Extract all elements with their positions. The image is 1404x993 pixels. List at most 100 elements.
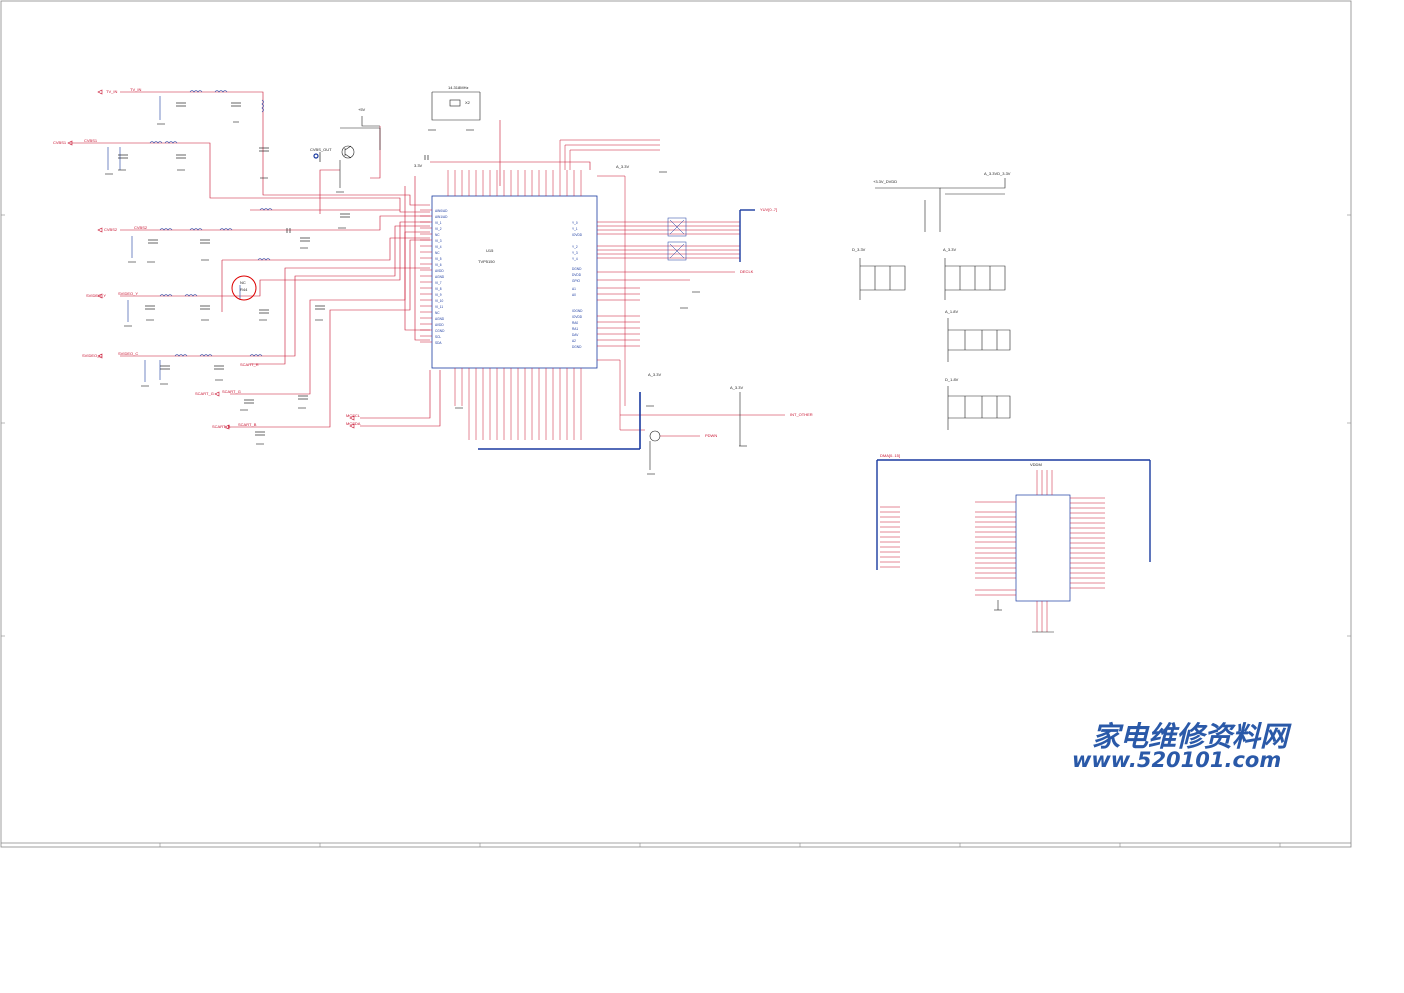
svg-text:SDA: SDA: [435, 341, 442, 345]
svideo-c-label: SVIDEO_C: [82, 353, 102, 358]
svg-text:IOVDD: IOVDD: [572, 233, 583, 237]
memory-bus-label: DMA[0..15]: [880, 453, 900, 458]
rail-5v: +5V: [358, 107, 366, 112]
rail-a33-top: A_3.3V: [616, 164, 629, 169]
memory-supply-label: VDDM: [1030, 462, 1042, 467]
scart-b-label: SCART_B: [212, 424, 231, 429]
capacitors: [118, 102, 429, 436]
crystal-ref: X2: [465, 100, 471, 105]
decoupling-caps: [859, 178, 1011, 430]
rail-a33-right: A_3.3V: [943, 247, 956, 252]
rail-a18: A_1.8V: [945, 309, 958, 314]
yuv-resistor-packs: [667, 217, 687, 261]
int-other-label: INT_OTHER: [790, 412, 813, 417]
cvbs2-net: CVBS2: [134, 225, 148, 230]
transistor-q21: [313, 116, 381, 188]
svg-text:DGND: DGND: [572, 345, 582, 349]
svg-text:DGND: DGND: [572, 267, 582, 271]
mcscl-label: MCSCL: [346, 413, 361, 418]
decoder-ref: U15: [486, 248, 494, 253]
svg-text:Y_1: Y_1: [572, 227, 578, 231]
svg-text:RA0: RA0: [572, 321, 578, 325]
svg-text:GPIO: GPIO: [572, 279, 580, 283]
svg-text:Y_0: Y_0: [572, 221, 578, 225]
watermark: 家电维修资料网 www.520101.com: [1072, 720, 1292, 772]
svg-text:DAV: DAV: [572, 333, 579, 337]
svg-text:DVDD: DVDD: [572, 273, 582, 277]
memory-block: [876, 459, 1151, 633]
scart-g-net: SCART_G: [222, 389, 241, 394]
scart-g-label: SCART_G: [195, 391, 214, 396]
rail-a33-pwdn: A_3.3V: [730, 385, 743, 390]
transistor-q57: [649, 392, 741, 470]
svg-text:RA1: RA1: [572, 327, 578, 331]
crystal-x2: [431, 91, 481, 121]
input-wiring: [70, 91, 591, 428]
cvbs1-label: CVBS1: [53, 140, 67, 145]
sysclk-label: DECLK: [740, 269, 754, 274]
svg-text:NC: NC: [435, 233, 440, 237]
decoder-chip: [420, 139, 785, 450]
pwdn-label: PDWN: [705, 433, 717, 438]
svg-text:IOGND: IOGND: [572, 309, 583, 313]
svg-text:VI_4: VI_4: [435, 245, 442, 249]
passive-components: [107, 90, 273, 382]
svg-text:AVDD: AVDD: [435, 323, 444, 327]
svg-text:VI_7: VI_7: [435, 281, 442, 285]
svg-text:CGND: CGND: [435, 329, 445, 333]
svg-text:VI_9: VI_9: [435, 293, 442, 297]
svg-text:VI_6: VI_6: [435, 263, 442, 267]
svideo-c-net: SVIDEO_C: [118, 351, 138, 356]
svg-text:AIN1/AD: AIN1/AD: [435, 215, 448, 219]
tv-in-net: TV_IN: [130, 87, 141, 92]
yuv-bus-label: YUV[0..7]: [760, 207, 777, 212]
rail-d18: D_1.8V: [945, 377, 959, 382]
crystal-value: 14.318MHz: [448, 85, 468, 90]
svg-text:A0: A0: [572, 293, 576, 297]
cvbs1-net: CVBS1: [84, 138, 98, 143]
cvbs2-label: CVBS2: [104, 227, 118, 232]
rail-dvdd: +3.3V_DVDD: [873, 179, 897, 184]
svg-text:AGND: AGND: [435, 275, 445, 279]
yuv-bus: [739, 209, 755, 262]
ground-symbols: [105, 121, 747, 475]
input-ports: [67, 89, 355, 430]
svg-text:VI_1: VI_1: [435, 221, 442, 225]
svg-text:VI_2: VI_2: [435, 227, 442, 231]
sheet-frame: [0, 0, 1352, 848]
svg-text:AGND: AGND: [435, 317, 445, 321]
svg-text:A2: A2: [572, 339, 576, 343]
r44-ref: R44: [240, 287, 248, 292]
svg-text:IOVDD: IOVDD: [572, 315, 583, 319]
frame-ticks: [1, 214, 1351, 847]
svg-text:VI_11: VI_11: [435, 305, 443, 309]
svg-text:Y_3: Y_3: [572, 251, 578, 255]
svg-text:SCL: SCL: [435, 335, 441, 339]
rail-d33: D_3.3V: [852, 247, 866, 252]
cvbs-out-label: CVBS_OUT: [310, 147, 332, 152]
svg-text:NC: NC: [435, 311, 440, 315]
svg-text:VI_3: VI_3: [435, 239, 442, 243]
watermark-url: www.520101.com: [1072, 748, 1281, 772]
rail-3v3: 3.3V: [414, 163, 423, 168]
svg-text:Y_2: Y_2: [572, 245, 578, 249]
scart-r-label: SCART_R: [240, 362, 259, 367]
svideo-y-net: SVIDEO_Y: [118, 291, 138, 296]
svg-text:Y_4: Y_4: [572, 257, 578, 261]
scart-b-net: SCART_B: [238, 422, 257, 427]
svg-text:AIN0/AD: AIN0/AD: [435, 209, 448, 213]
tv-in-label: TV_IN: [106, 89, 117, 94]
svg-text:VI_10: VI_10: [435, 299, 444, 303]
svg-text:NC: NC: [435, 251, 440, 255]
svg-text:VI_5: VI_5: [435, 257, 442, 261]
mcsda-label: MCSDA: [346, 421, 361, 426]
svideo-y-label: SVIDEO_Y: [86, 293, 106, 298]
svg-text:A1: A1: [572, 287, 576, 291]
r44-note: NC: [240, 280, 246, 285]
watermark-title: 家电维修资料网: [1092, 720, 1292, 753]
rail-a33-int: A_3.3V: [648, 372, 661, 377]
rail-a33d: A_3.3VD_3.3V: [984, 171, 1011, 176]
svg-text:AVDD: AVDD: [435, 269, 444, 273]
